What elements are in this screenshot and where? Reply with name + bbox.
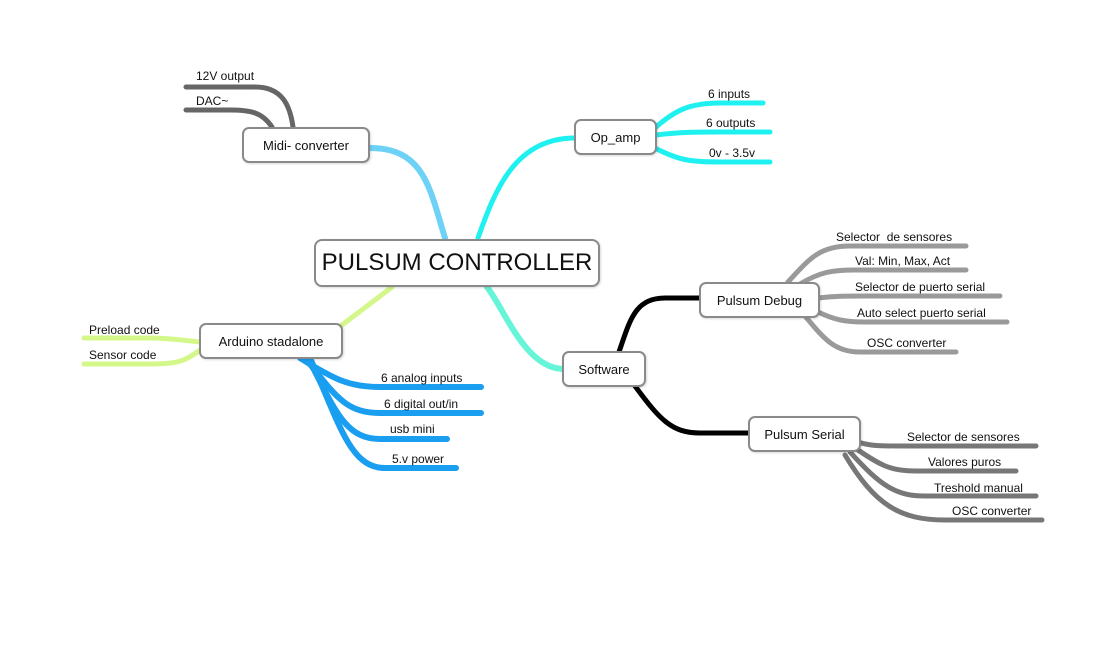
leaf-5v-power: 5.v power — [392, 452, 445, 466]
leaf-debug-auto-select: Auto select puerto serial — [857, 306, 986, 320]
link-opamp-inputs — [652, 100, 766, 131]
link-opamp-voltage — [652, 145, 773, 165]
link-arduino-preload — [81, 335, 203, 345]
link-serial-3 — [847, 449, 1039, 499]
pulsum-serial-node[interactable]: Pulsum Serial — [748, 416, 861, 452]
leaf-6-inputs: 6 inputs — [708, 87, 751, 101]
link-arduino-power — [307, 355, 459, 471]
link-root-arduino — [339, 284, 395, 328]
link-software-serial — [632, 383, 752, 436]
pulsum-debug-node[interactable]: Pulsum Debug — [699, 282, 820, 318]
root-node[interactable]: PULSUM CONTROLLER — [314, 239, 600, 287]
software-node[interactable]: Software — [562, 351, 646, 387]
link-debug-2 — [797, 267, 969, 287]
leaf-dac: DAC~ — [196, 94, 229, 108]
link-software-debug — [616, 295, 703, 355]
link-debug-4 — [815, 309, 1010, 325]
link-serial-2 — [852, 445, 1019, 474]
leaf-analog-inputs: 6 analog inputs — [381, 371, 463, 385]
link-root-opamp — [475, 135, 578, 241]
link-root-midi — [367, 145, 448, 241]
midi-converter-node[interactable]: Midi- converter — [242, 127, 370, 163]
leaf-debug-val-min-max: Val: Min, Max, Act — [855, 254, 951, 268]
op-amp-node[interactable]: Op_amp — [574, 119, 657, 155]
leaf-digital-out-in: 6 digital out/in — [384, 397, 459, 411]
link-serial-4 — [842, 452, 1045, 523]
link-serial-1 — [855, 439, 1039, 449]
leaf-serial-osc-converter: OSC converter — [952, 504, 1032, 518]
leaf-serial-valores-puros: Valores puros — [928, 455, 1002, 469]
link-opamp-outputs — [653, 129, 773, 138]
leaf-debug-selector-sensores: Selector de sensores — [836, 230, 953, 244]
leaf-debug-selector-puerto: Selector de puerto serial — [855, 280, 986, 294]
link-midi-dac — [183, 107, 275, 130]
leaf-12v-output: 12V output — [196, 69, 255, 83]
leaf-voltage: 0v - 3.5v — [709, 146, 756, 160]
leaf-serial-treshold: Treshold manual — [934, 481, 1023, 495]
leaf-usb-mini: usb mini — [390, 422, 435, 436]
arduino-node[interactable]: Arduino stadalone — [199, 323, 343, 359]
leaf-debug-osc-converter: OSC converter — [867, 336, 947, 350]
leaf-6-outputs: 6 outputs — [706, 116, 756, 130]
leaf-sensor-code: Sensor code — [89, 348, 157, 362]
link-debug-1 — [785, 243, 969, 285]
leaf-serial-selector-sensores: Selector de sensores — [907, 430, 1020, 444]
link-debug-3 — [815, 293, 1003, 301]
link-midi-12v — [183, 84, 296, 130]
link-debug-5 — [802, 313, 959, 355]
link-root-software — [484, 284, 566, 372]
link-arduino-sensor — [81, 347, 203, 367]
leaf-preload-code: Preload code — [89, 323, 160, 337]
